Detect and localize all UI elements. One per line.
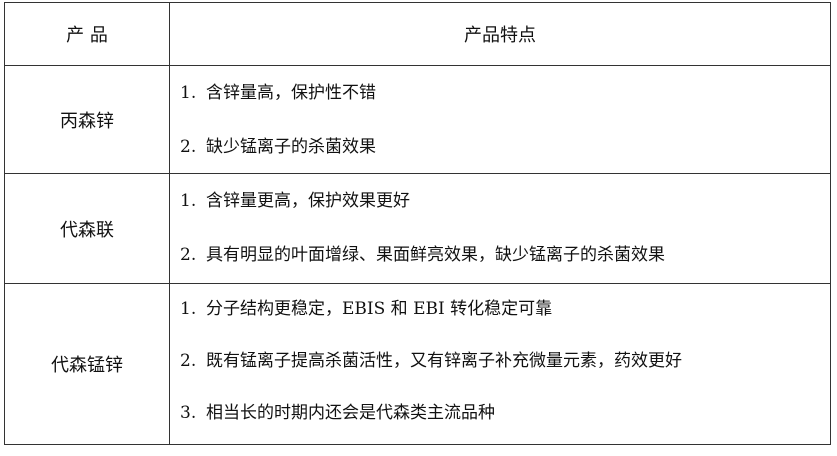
table-row: 丙森锌 1. 含锌量高，保护性不错 2. 缺少锰离子的杀菌效果 [4,65,831,174]
product-name: 代森锰锌 [4,283,170,445]
feature-number: 2. [180,137,197,157]
feature-number: 1. [180,191,197,211]
feature-item: 1. 分子结构更稳定，EBIS 和 EBI 转化稳定可靠 [180,296,830,322]
feature-item: 1. 含锌量高，保护性不错 [180,80,830,106]
feature-item: 2. 缺少锰离子的杀菌效果 [180,134,830,160]
feature-text: 含锌量更高，保护效果更好 [206,191,410,211]
feature-item: 2. 具有明显的叶面增绿、果面鲜亮效果，缺少锰离子的杀菌效果 [180,242,830,268]
feature-number: 2. [180,245,197,265]
features-cell: 1. 含锌量更高，保护效果更好 2. 具有明显的叶面增绿、果面鲜亮效果，缺少锰离子的… [169,173,831,284]
feature-text: 相当长的时期内还会是代森类主流品种 [206,403,495,423]
table-row: 代森锰锌 1. 分子结构更稳定，EBIS 和 EBI 转化稳定可靠 2. 既有锰离子… [4,283,831,445]
table-header-row: 产 品 产品特点 [4,2,831,66]
feature-item: 2. 既有锰离子提高杀菌活性，又有锌离子补充微量元素，药效更好 [180,348,830,374]
features-cell: 1. 含锌量高，保护性不错 2. 缺少锰离子的杀菌效果 [169,65,831,174]
features-cell: 1. 分子结构更稳定，EBIS 和 EBI 转化稳定可靠 2. 既有锰离子提高杀菌活… [169,283,831,445]
header-features: 产品特点 [169,2,831,66]
feature-list: 1. 分子结构更稳定，EBIS 和 EBI 转化稳定可靠 2. 既有锰离子提高杀菌活… [180,284,830,426]
feature-item: 3. 相当长的时期内还会是代森类主流品种 [180,400,830,426]
product-name: 丙森锌 [4,65,170,174]
header-product: 产 品 [4,2,170,66]
feature-text: 缺少锰离子的杀菌效果 [206,137,376,157]
product-name: 代森联 [4,173,170,284]
feature-text: 具有明显的叶面增绿、果面鲜亮效果，缺少锰离子的杀菌效果 [206,245,665,265]
feature-text: 既有锰离子提高杀菌活性，又有锌离子补充微量元素，药效更好 [206,351,682,371]
feature-list: 1. 含锌量更高，保护效果更好 2. 具有明显的叶面增绿、果面鲜亮效果，缺少锰离子的… [180,174,830,268]
feature-text: 含锌量高，保护性不错 [206,83,376,103]
feature-number: 2. [180,351,197,371]
feature-number: 1. [180,83,197,103]
feature-number: 3. [180,403,197,423]
product-comparison-table: 产 品 产品特点 丙森锌 1. 含锌量高，保护性不错 2. 缺少锰离子的杀菌效果 代… [4,2,831,445]
feature-text: 分子结构更稳定，EBIS 和 EBI 转化稳定可靠 [206,299,553,319]
feature-list: 1. 含锌量高，保护性不错 2. 缺少锰离子的杀菌效果 [180,66,830,160]
table-row: 代森联 1. 含锌量更高，保护效果更好 2. 具有明显的叶面增绿、果面鲜亮效果，缺少… [4,173,831,284]
feature-number: 1. [180,299,197,319]
feature-item: 1. 含锌量更高，保护效果更好 [180,188,830,214]
